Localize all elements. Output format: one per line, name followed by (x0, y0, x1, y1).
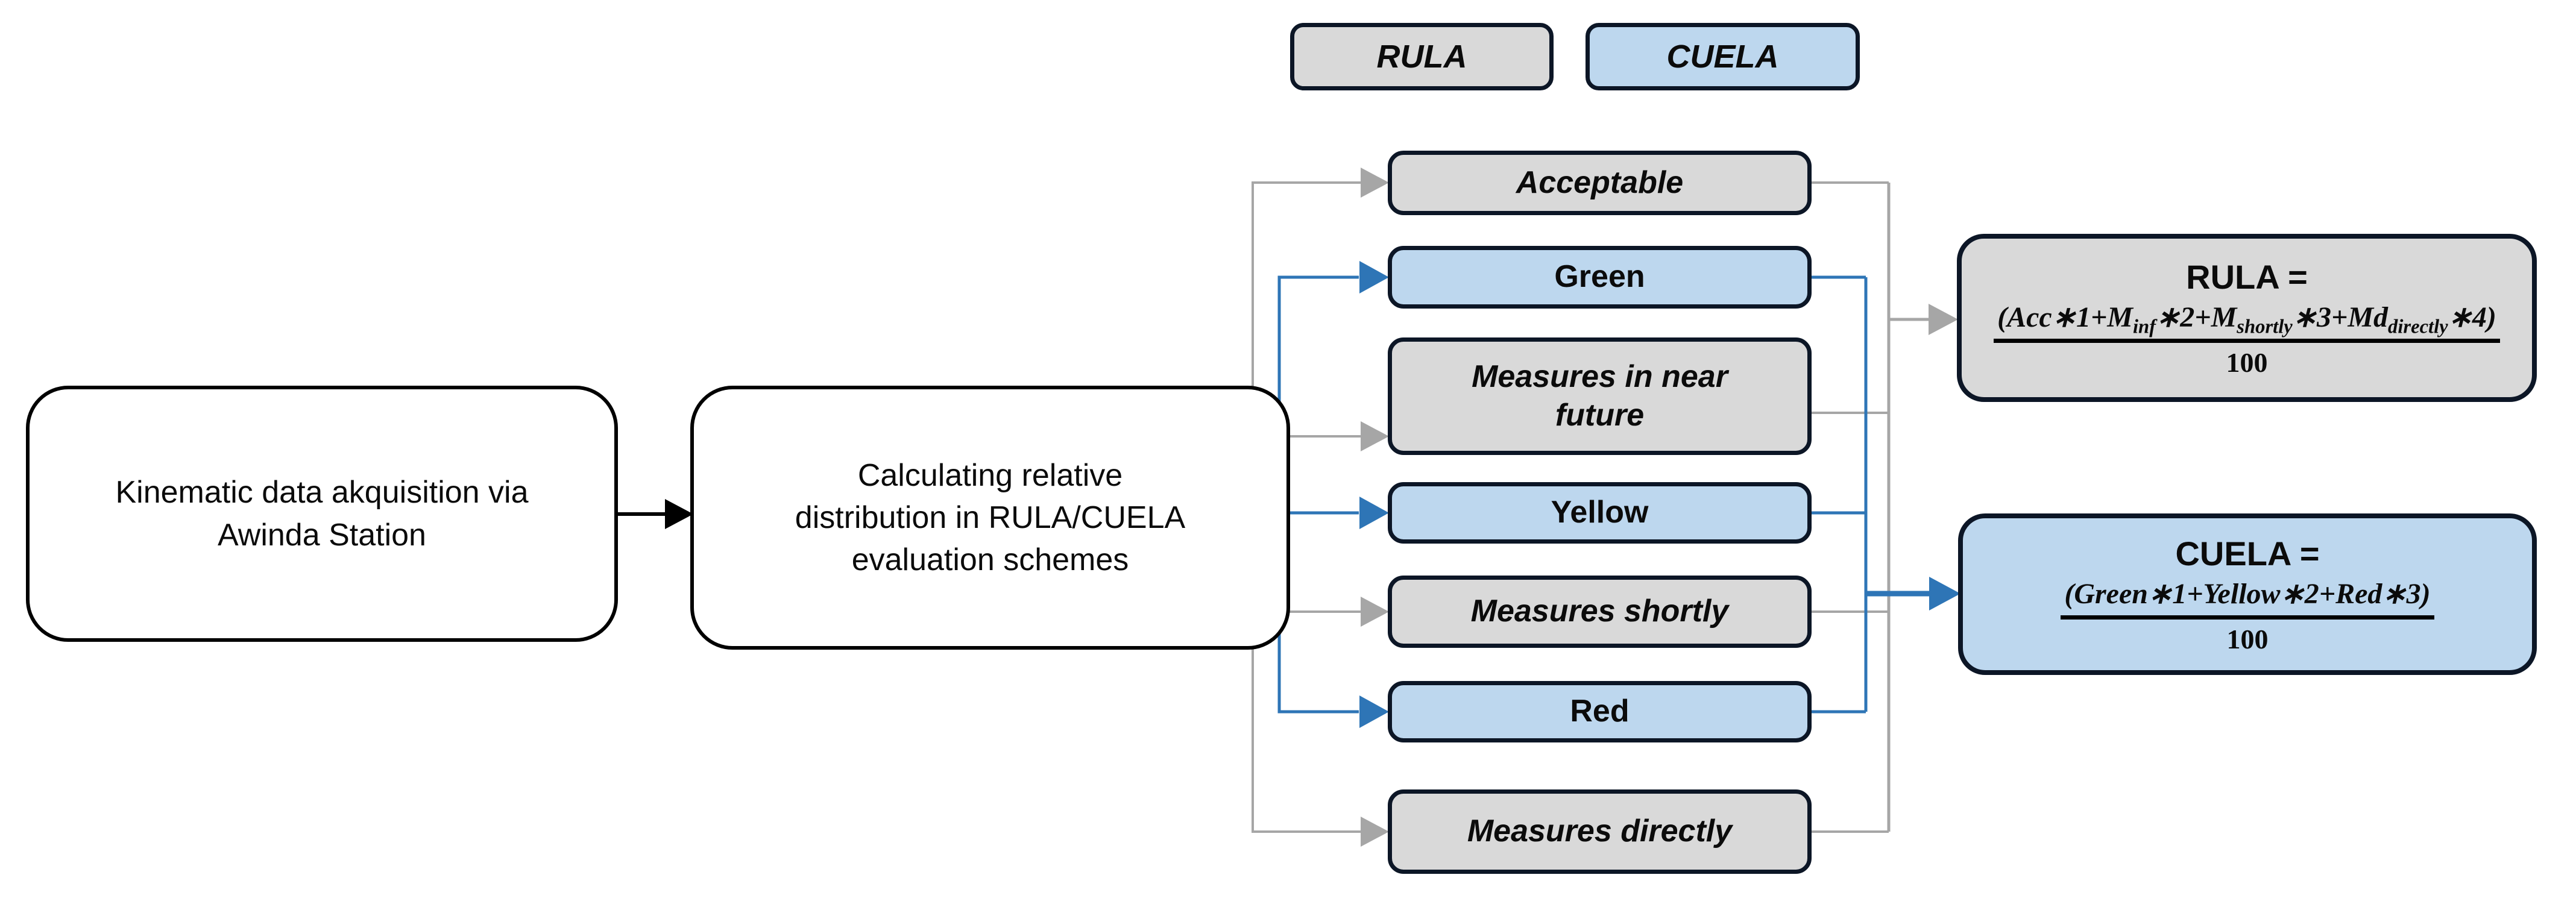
cuela-formula-denominator: 100 (2226, 623, 2269, 654)
cuela-formula-numerator: (Green∗1+Yellow∗2+Red∗3) (2061, 577, 2434, 620)
node-red-label: Red (1570, 694, 1630, 729)
node-cuela-formula: CUELA = (Green∗1+Yellow∗2+Red∗3) 100 (1958, 513, 2537, 675)
arrowhead-measures-shortly (1361, 597, 1389, 627)
rula-formula-denominator: 100 (2226, 347, 2268, 378)
node-green-label: Green (1554, 259, 1645, 295)
rula-sub-inf: inf (2132, 316, 2156, 338)
cuela-formula-title: CUELA = (2175, 534, 2320, 573)
arrowhead-acceptable (1361, 168, 1389, 198)
cuela-formula-fraction: (Green∗1+Yellow∗2+Red∗3) 100 (2061, 577, 2434, 655)
connector-step2-to-acceptable (1252, 181, 1361, 416)
node-measures-shortly: Measures shortly (1388, 576, 1812, 648)
legend-cuela-label: CUELA (1666, 39, 1779, 75)
connector-step2-to-measures-directly (1252, 621, 1361, 833)
arrowhead-measures-near-future (1361, 421, 1389, 451)
node-step2-label: Calculating relative distribution in RUL… (795, 457, 1186, 578)
node-measures-directly-label: Measures directly (1467, 814, 1733, 849)
node-acceptable: Acceptable (1388, 151, 1812, 215)
arrowhead-red (1359, 695, 1389, 728)
rula-num-seg-2: ∗2+M (2156, 301, 2237, 333)
rula-num-seg-4: ∗4) (2448, 301, 2496, 333)
node-acceptable-label: Acceptable (1516, 165, 1684, 200)
node-step2: Calculating relative distribution in RUL… (690, 386, 1290, 650)
arrowhead-green (1359, 261, 1389, 293)
node-measures-near-future-label: Measures in near future (1472, 359, 1728, 433)
arrowhead-yellow (1359, 497, 1389, 529)
connector-step2-to-green (1277, 275, 1359, 416)
legend-cuela: CUELA (1586, 23, 1860, 90)
legend-rula: RULA (1290, 23, 1554, 90)
node-red: Red (1388, 681, 1812, 742)
node-yellow: Yellow (1388, 482, 1812, 544)
legend-rula-label: RULA (1376, 39, 1467, 75)
node-rula-formula: RULA = (Acc∗1+Minf∗2+Mshortly∗3+Mddirect… (1957, 234, 2537, 402)
rula-sub-directly: directly (2388, 316, 2448, 338)
connector-step2-to-red (1277, 621, 1359, 714)
arrowhead-step2 (665, 499, 693, 529)
node-step1: Kinematic data akquisition via Awinda St… (26, 386, 618, 642)
arrowhead-cuela-formula (1929, 577, 1960, 610)
rula-num-seg-1: (Acc∗1+M (1997, 301, 2133, 333)
node-step1-label: Kinematic data akquisition via Awinda St… (115, 475, 529, 553)
arrowhead-measures-directly (1361, 817, 1389, 847)
node-measures-near-future: Measures in near future (1388, 337, 1812, 455)
node-measures-shortly-label: Measures shortly (1470, 594, 1729, 629)
rula-formula-title: RULA = (2186, 258, 2308, 296)
rula-num-seg-3: ∗3+Md (2292, 301, 2389, 333)
rula-formula-numerator: (Acc∗1+Minf∗2+Mshortly∗3+Mddirectly∗4) (1994, 300, 2500, 343)
rula-formula-fraction: (Acc∗1+Minf∗2+Mshortly∗3+Mddirectly∗4) 1… (1994, 300, 2500, 378)
rula-sub-shortly: shortly (2237, 316, 2293, 338)
node-measures-directly: Measures directly (1388, 789, 1812, 874)
node-yellow-label: Yellow (1551, 495, 1649, 530)
arrowhead-rula-formula (1929, 304, 1958, 335)
node-green: Green (1388, 246, 1812, 309)
